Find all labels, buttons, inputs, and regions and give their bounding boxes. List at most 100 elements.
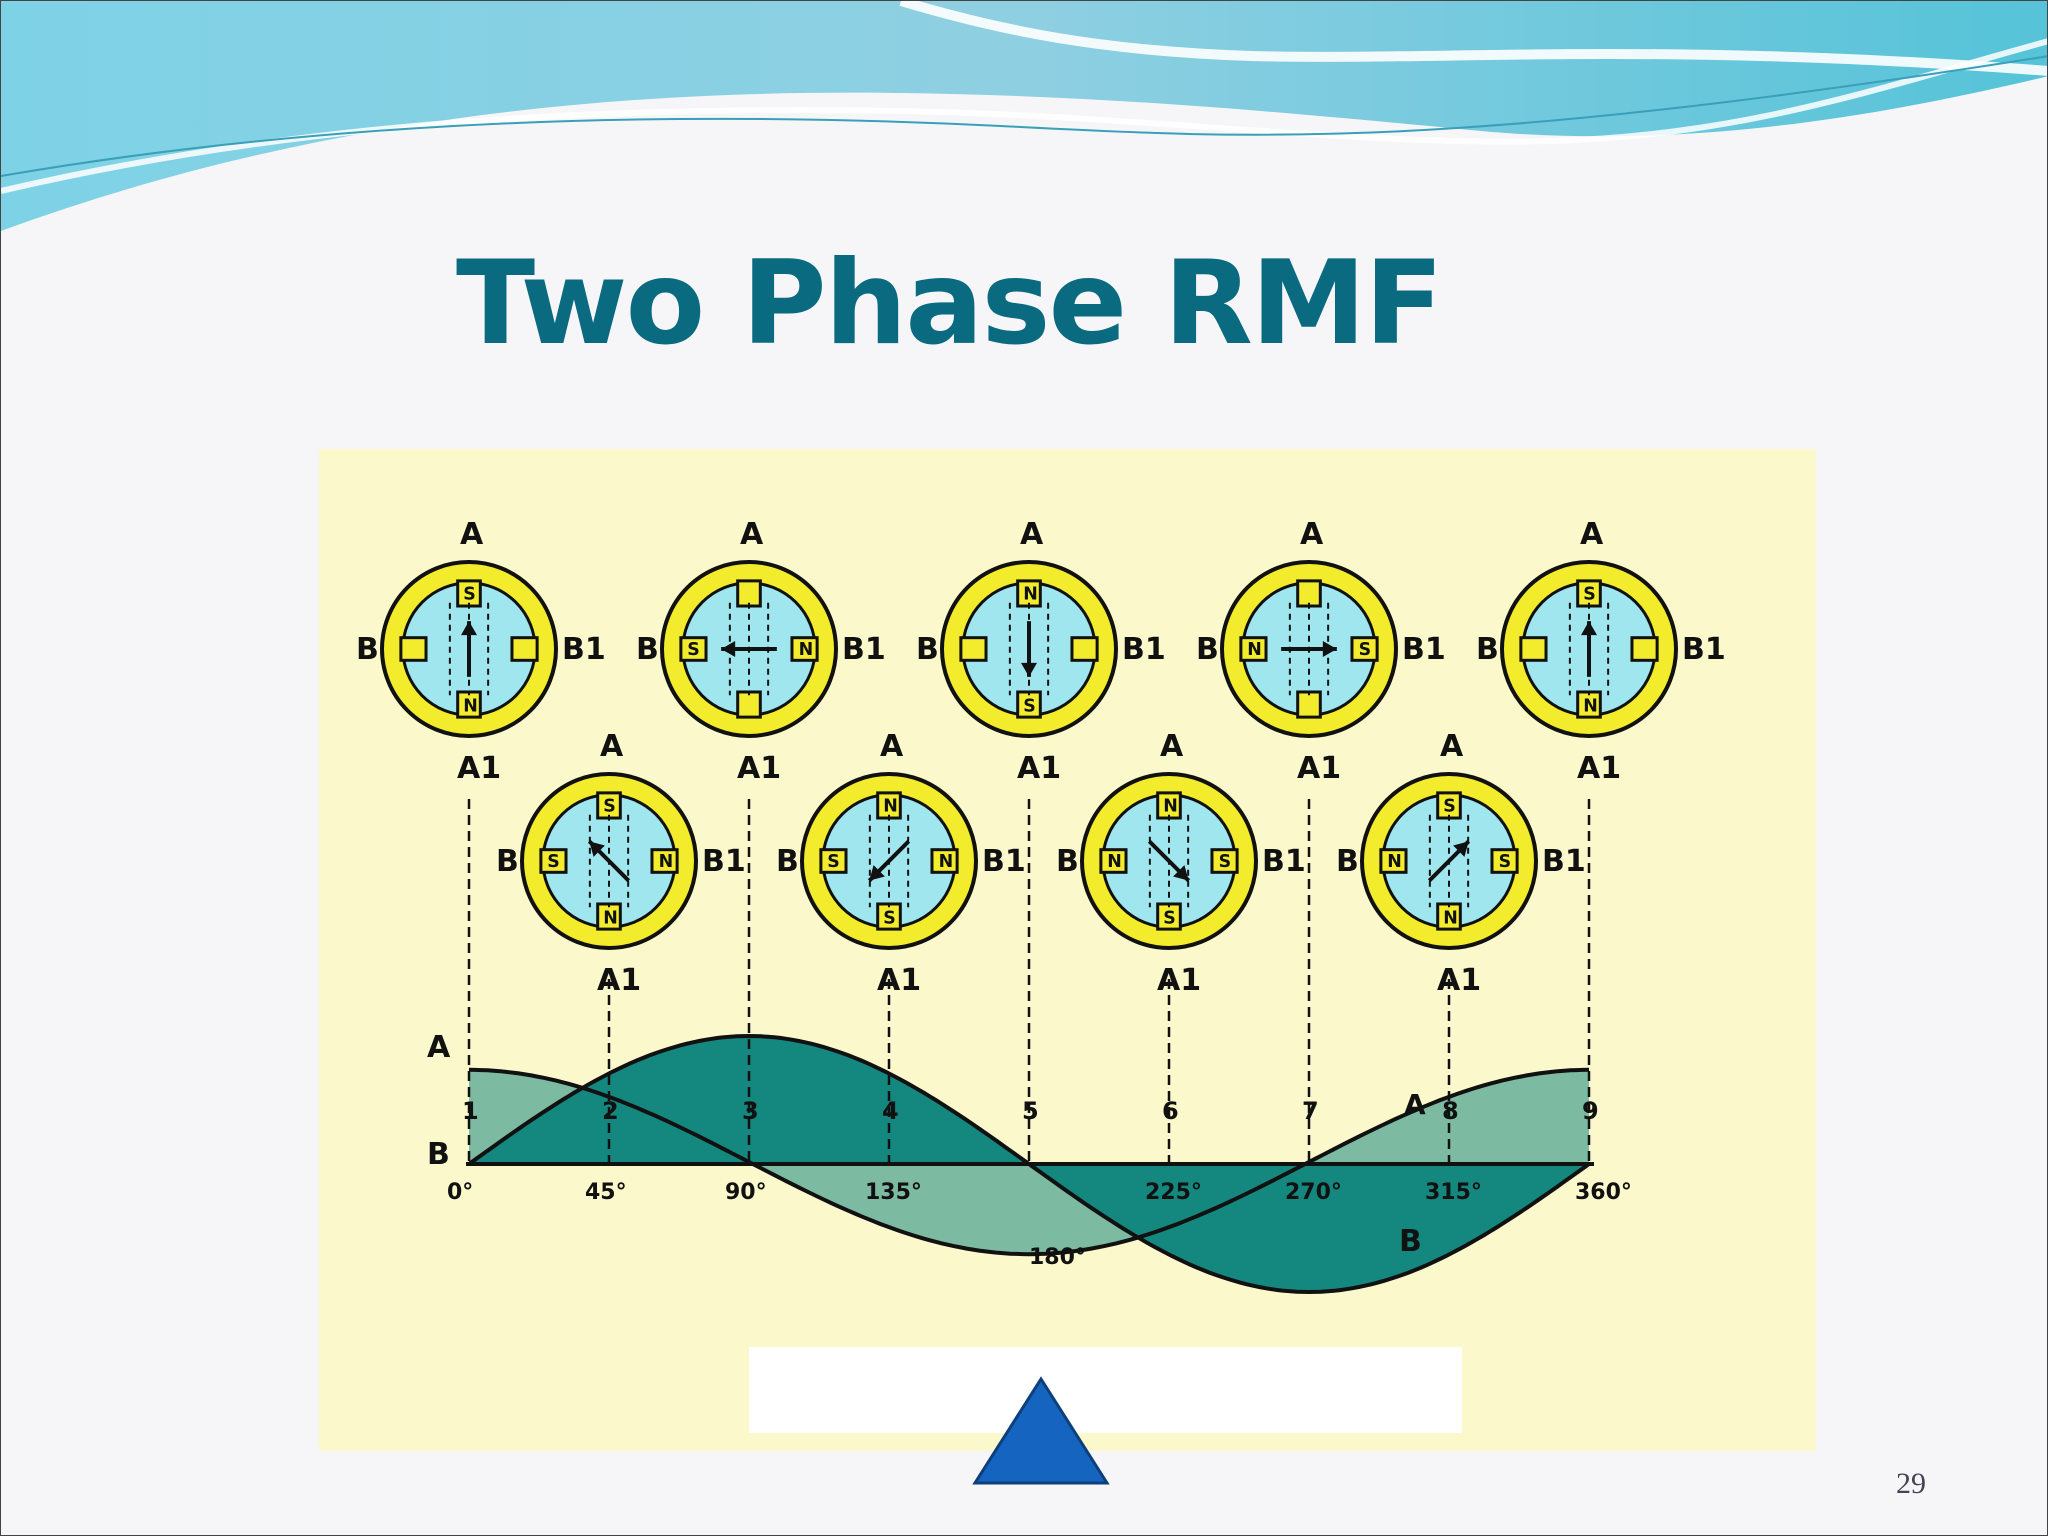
terminal-label-bottom: A1: [1297, 751, 1341, 786]
terminal-label-right: B1: [1262, 844, 1306, 879]
curve-label-a: A: [1404, 1088, 1426, 1121]
terminal-label-top: A: [1580, 517, 1604, 552]
phase-b-curve: [467, 1033, 1591, 1295]
terminal-label-bottom: A1: [1017, 751, 1061, 786]
curve-label-b: B: [1399, 1224, 1422, 1259]
pole-shoe-right: [1070, 636, 1099, 662]
terminal-label-bottom: A1: [457, 751, 501, 786]
pole-shoe-left: [819, 848, 848, 874]
pole-label-right: N: [659, 852, 674, 872]
terminal-label-bottom: A1: [737, 751, 781, 786]
pole-label-left: N: [1107, 852, 1122, 872]
pole-label-bottom: N: [1443, 909, 1458, 929]
terminal-label-right: B1: [1122, 632, 1166, 667]
pole-label-bottom: N: [463, 697, 478, 717]
angle-label: 360°: [1575, 1180, 1632, 1205]
pole-shoe-left: [1239, 636, 1268, 662]
point-number-9: 9: [1582, 1097, 1599, 1125]
pole-label-bottom: S: [1163, 909, 1176, 929]
point-number-1: 1: [462, 1097, 479, 1125]
pole-shoe-right: [1490, 848, 1519, 874]
pole-shoe-right: [790, 636, 819, 662]
field-arrow-head: [869, 865, 885, 881]
terminal-label-top: A: [1020, 517, 1044, 552]
terminal-label-left: B: [916, 632, 939, 667]
angle-label: 135°: [865, 1180, 922, 1205]
pole-shoe-top: [736, 579, 762, 608]
field-arrow-head: [461, 621, 477, 636]
pole-shoe-left: [539, 848, 568, 874]
terminal-label-top: A: [600, 729, 624, 764]
terminal-label-bottom: A1: [1437, 963, 1481, 998]
pole-label-top: S: [603, 796, 616, 816]
pole-label-right: N: [939, 852, 954, 872]
pole-shoe-right: [930, 848, 959, 874]
terminal-label-top: A: [1440, 729, 1464, 764]
triangle-up-icon[interactable]: [971, 1375, 1111, 1487]
pole-label-left: N: [1387, 852, 1402, 872]
terminal-label-right: B1: [1402, 632, 1446, 667]
terminal-label-right: B1: [842, 632, 886, 667]
terminal-label-left: B: [1336, 844, 1359, 879]
projection-lines: [467, 799, 1591, 1164]
field-arrow-head: [1173, 865, 1189, 881]
pole-shoe-top: [1296, 579, 1322, 608]
terminal-label-left: B: [1196, 632, 1219, 667]
pole-shoe-right: [1210, 848, 1239, 874]
pole-label-top: N: [883, 796, 898, 816]
point-number-2: 2: [602, 1097, 619, 1125]
point-number-4: 4: [882, 1097, 899, 1125]
pole-shoe-right: [650, 848, 679, 874]
point-number-6: 6: [1162, 1097, 1179, 1125]
slide-title: Two Phase RMF: [456, 236, 1444, 371]
pole-label-left: S: [687, 640, 700, 660]
pole-label-top: S: [1443, 796, 1456, 816]
point-number-5: 5: [1022, 1097, 1039, 1125]
pole-label-right: S: [1219, 852, 1232, 872]
terminal-label-left: B: [1476, 632, 1499, 667]
terminal-label-right: B1: [702, 844, 746, 879]
terminal-label-bottom: A1: [597, 963, 641, 998]
pole-shoe-left: [959, 636, 988, 662]
phase-a-curve: [468, 1067, 1590, 1257]
pole-label-top: N: [1023, 584, 1038, 604]
terminal-label-left: B: [776, 844, 799, 879]
pole-label-top: S: [1583, 584, 1596, 604]
pole-label-left: S: [827, 852, 840, 872]
terminal-label-bottom: A1: [1577, 751, 1621, 786]
field-arrow-head: [721, 641, 736, 657]
pole-label-left: S: [547, 852, 560, 872]
terminal-label-left: B: [496, 844, 519, 879]
page-number: 29: [1896, 1467, 1926, 1500]
pole-label-right: S: [1359, 640, 1372, 660]
field-arrow-head: [1021, 662, 1037, 677]
angle-label: 0°: [447, 1180, 473, 1205]
pole-label-top: S: [463, 584, 476, 604]
terminal-label-bottom: A1: [1157, 963, 1201, 998]
pole-shoe-bottom: [1296, 690, 1322, 719]
caption-box: [749, 1347, 1462, 1433]
terminal-label-bottom: A1: [877, 963, 921, 998]
angle-label: 45°: [585, 1180, 627, 1205]
pole-label-top: N: [1163, 796, 1178, 816]
field-arrow-head: [1322, 641, 1337, 657]
point-number-3: 3: [742, 1097, 759, 1125]
pole-label-bottom: N: [1583, 697, 1598, 717]
terminal-label-top: A: [740, 517, 764, 552]
terminal-label-top: A: [880, 729, 904, 764]
angle-label: 315°: [1425, 1180, 1482, 1205]
pole-shoe-bottom: [736, 690, 762, 719]
terminal-label-left: B: [1056, 844, 1079, 879]
pole-label-left: N: [1247, 640, 1262, 660]
pole-label-right: S: [1499, 852, 1512, 872]
field-arrow-head: [589, 841, 605, 857]
